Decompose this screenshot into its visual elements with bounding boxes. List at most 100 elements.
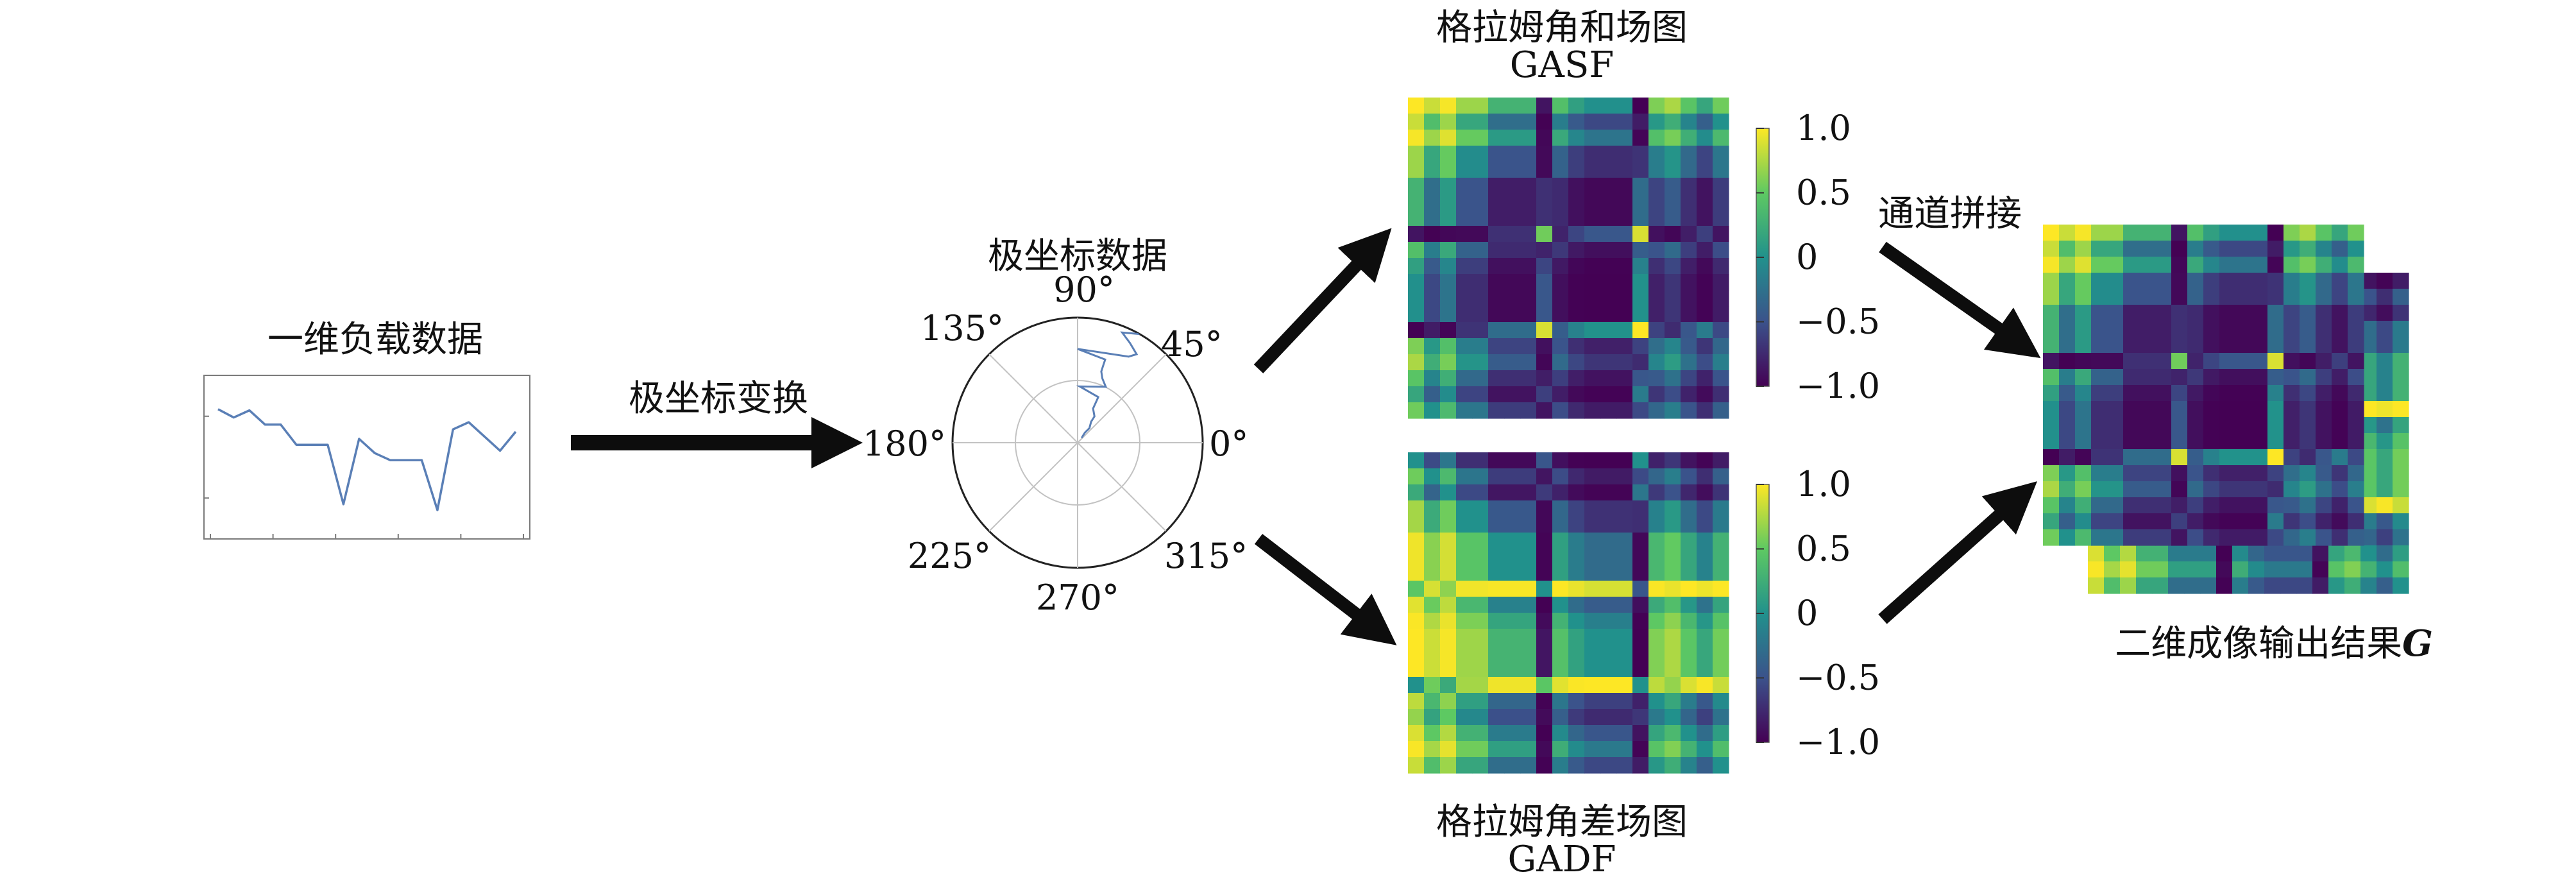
heatmap-cell	[1536, 757, 1553, 774]
heatmap-cell	[1665, 370, 1681, 387]
heatmap-cell	[2043, 337, 2060, 354]
heatmap-cell	[2377, 401, 2393, 418]
heatmap-cell	[2360, 545, 2377, 562]
heatmap-cell	[1632, 533, 1649, 549]
heatmap-cell	[1552, 290, 1569, 307]
colorbar-tick-label: 0	[1796, 237, 1818, 277]
heatmap-cell	[1536, 162, 1553, 178]
heatmap-cell	[2393, 449, 2409, 466]
heatmap-cell	[1456, 322, 1473, 339]
heatmap-cell	[1504, 386, 1521, 403]
heatmap-cell	[1665, 500, 1681, 517]
heatmap-cell	[1536, 274, 1553, 291]
heatmap-cell	[1536, 322, 1553, 339]
heatmap-cell	[2139, 385, 2156, 402]
heatmap-cell	[1681, 258, 1697, 275]
heatmap-cell	[1424, 565, 1441, 581]
colorbar-tick-label: 0.5	[1796, 529, 1851, 569]
heatmap-cell	[1568, 402, 1585, 419]
heatmap-cell	[2075, 369, 2092, 386]
heatmap-cell	[1616, 500, 1633, 517]
heatmap-cell	[1600, 565, 1617, 581]
colorbar-tick-label: −0.5	[1796, 658, 1880, 698]
heatmap-cell	[2267, 321, 2284, 337]
heatmap-cell	[1616, 114, 1633, 130]
heatmap-cell	[2328, 577, 2345, 594]
heatmap-cell	[2393, 561, 2409, 578]
heatmap-cell	[2316, 257, 2332, 273]
heatmap-cell	[1536, 146, 1553, 162]
heatmap-cell	[1600, 146, 1617, 162]
heatmap-cell	[1504, 354, 1521, 371]
heatmap-cell	[1488, 725, 1505, 742]
heatmap-cell	[2088, 561, 2105, 578]
heatmap-cell	[1456, 468, 1473, 485]
heatmap-cell	[2251, 433, 2268, 450]
heatmap-cell	[1697, 178, 1713, 194]
heatmap-cell	[1424, 613, 1441, 629]
heatmap-cell	[1552, 468, 1569, 485]
heatmap-cell	[1504, 484, 1521, 501]
heatmap-cell	[1536, 484, 1553, 501]
heatmap-cell	[1632, 677, 1649, 694]
heatmap-cell	[2251, 401, 2268, 418]
heatmap-cell	[1472, 386, 1489, 403]
heatmap-cell	[2075, 497, 2092, 514]
heatmap-cell	[1632, 306, 1649, 323]
heatmap-cell	[1440, 597, 1457, 613]
heatmap-cell	[1568, 565, 1585, 581]
heatmap-cell	[1472, 194, 1489, 210]
series-axis-ticks	[204, 415, 524, 539]
heatmap-cell	[1665, 114, 1681, 130]
heatmap-cell	[1568, 98, 1585, 114]
heatmap-cell	[1488, 597, 1505, 613]
heatmap-cell	[1504, 194, 1521, 210]
heatmap-cell	[1552, 533, 1569, 549]
heatmap-cell	[1456, 549, 1473, 565]
heatmap-cell	[1472, 226, 1489, 243]
heatmap-cell	[1665, 645, 1681, 661]
heatmap-cell	[1456, 661, 1473, 678]
heatmap-cell	[2348, 225, 2364, 241]
heatmap-cell	[1584, 484, 1601, 501]
heatmap-cell	[1697, 130, 1713, 146]
heatmap-cell	[1648, 114, 1665, 130]
heatmap-cell	[2075, 241, 2092, 257]
heatmap-cell	[1424, 370, 1441, 387]
heatmap-cell	[2107, 433, 2124, 450]
heatmap-cell	[1440, 130, 1457, 146]
heatmap-cell	[2120, 577, 2137, 594]
heatmap-cell	[2316, 529, 2332, 546]
heatmap-cell	[1568, 146, 1585, 162]
heatmap-cell	[1424, 581, 1441, 597]
heatmap-cell	[1713, 274, 1729, 291]
heatmap-cell	[2219, 465, 2236, 482]
heatmap-cell	[1488, 258, 1505, 275]
heatmap-cell	[1568, 178, 1585, 194]
heatmap-cell	[1584, 741, 1601, 758]
heatmap-cell	[2139, 417, 2156, 434]
heatmap-cell	[1536, 677, 1553, 694]
heatmap-cell	[1600, 597, 1617, 613]
heatmap-cell	[1584, 194, 1601, 210]
heatmap-cell	[2123, 417, 2140, 434]
heatmap-cell	[1665, 290, 1681, 307]
heatmap-cell	[1600, 725, 1617, 742]
heatmap-cell	[1713, 725, 1729, 742]
heatmap-cell	[1456, 354, 1473, 371]
heatmap-cell	[1632, 757, 1649, 774]
heatmap-cell	[1424, 533, 1441, 549]
heatmap-cell	[1665, 516, 1681, 533]
heatmap-cell	[2332, 257, 2348, 273]
heatmap-cell	[2043, 321, 2060, 337]
heatmap-cell	[1456, 533, 1473, 549]
heatmap-cell	[2219, 353, 2236, 370]
heatmap-cell	[2332, 337, 2348, 354]
heatmap-cell	[2059, 481, 2076, 498]
heatmap-cell	[2155, 465, 2172, 482]
heatmap-cell	[1504, 613, 1521, 629]
heatmap-cell	[1424, 645, 1441, 661]
heatmap-cell	[2139, 353, 2156, 370]
heatmap-cell	[1536, 114, 1553, 130]
heatmap-cell	[1552, 661, 1569, 678]
